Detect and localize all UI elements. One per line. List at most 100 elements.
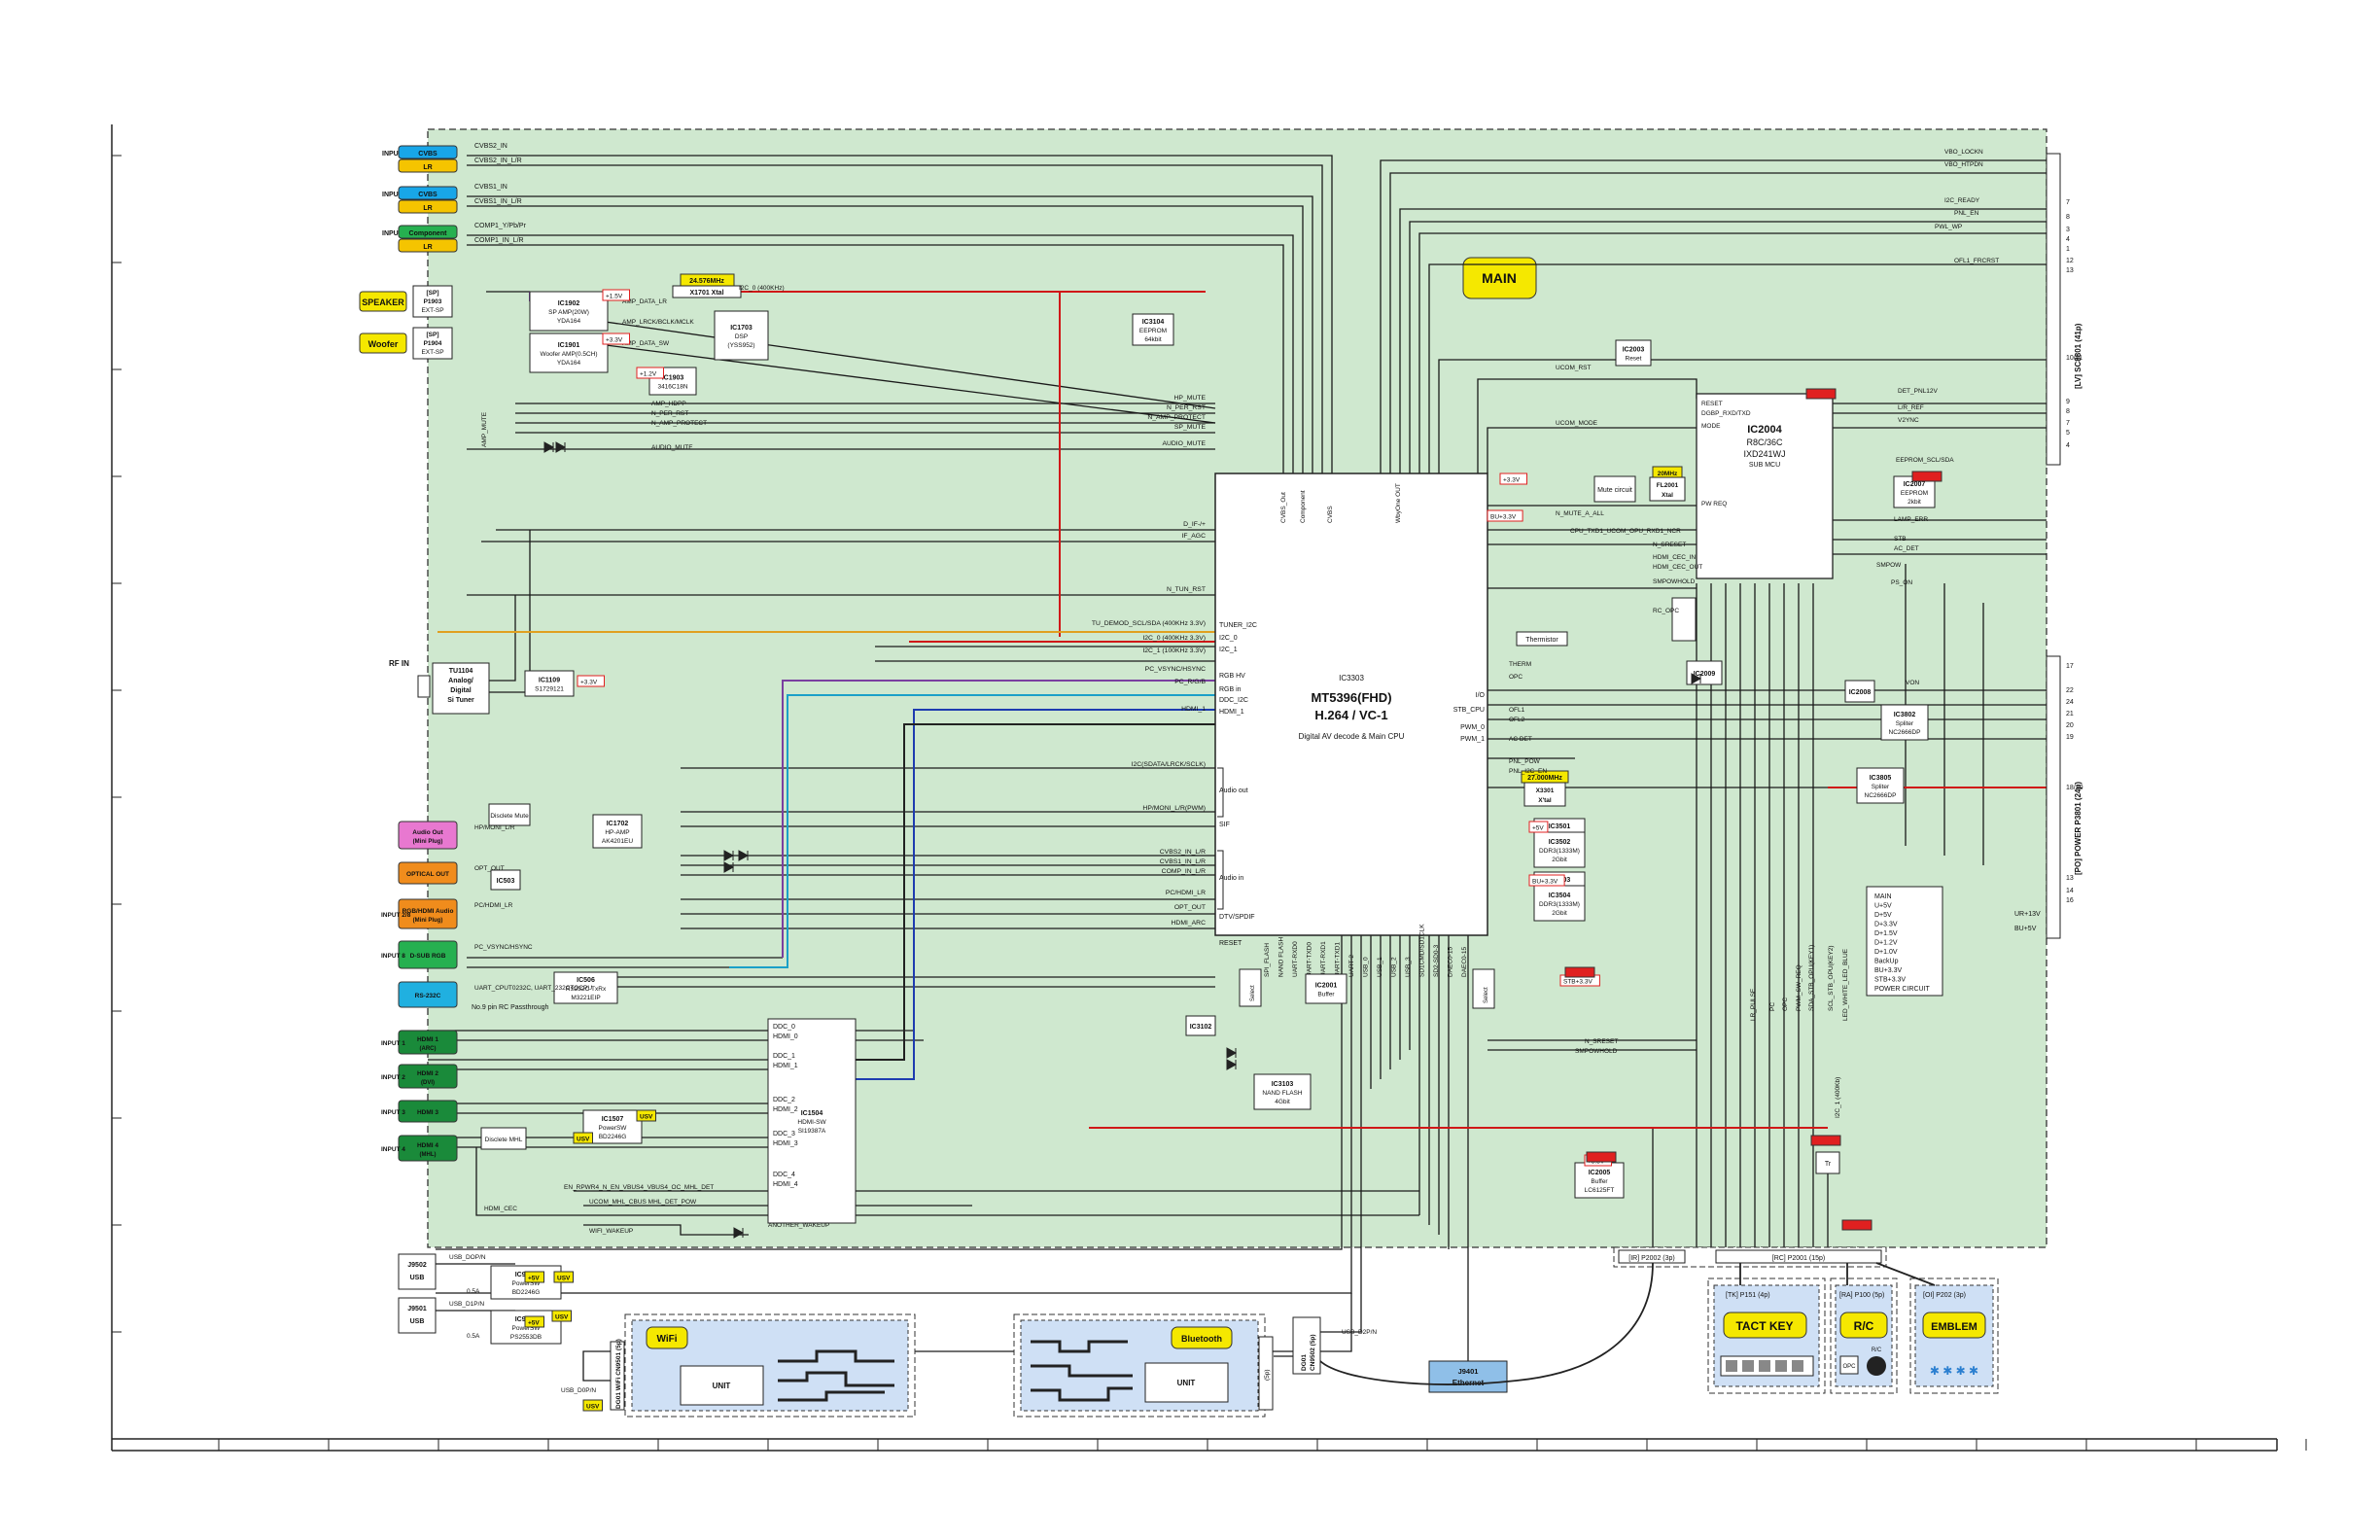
voltage-badge-text: USV — [555, 1314, 569, 1321]
amp-signal-label: N_PER_RST — [651, 410, 688, 417]
sub-mcu-block: IC2004 R8C/36C IXD241WJ SUB MCU RESET DG… — [1696, 393, 1834, 579]
speaker-tag: [SP] — [427, 290, 439, 297]
io-number: INPUT 3 — [381, 1109, 405, 1116]
mute-circuit-label: Mute circuit — [1597, 487, 1632, 494]
power-pin: 20 — [2066, 722, 2074, 729]
voltage-badge-filled — [1911, 471, 1942, 482]
frame-ticks — [112, 155, 2307, 1451]
cpu-signal-label: COMP_IN_L/R — [1162, 868, 1206, 875]
bottom-front-panels: [IR] P2002 (3p) [RC] P2001 (15p) [TK] P1… — [1613, 1246, 1999, 1394]
mcu-pin-mode: MODE — [1701, 423, 1721, 430]
usb-ports: J9502 USB J9501 USB — [398, 1253, 437, 1334]
xtal-freq: 24.576MHz — [689, 278, 724, 285]
lvds-pin: 12 — [2066, 258, 2074, 264]
voltage-badge-text: USV — [586, 1404, 600, 1411]
cpu-signal-label: IF_AGC — [1181, 533, 1206, 540]
amp-signal-label: AMP_HDPP — [651, 401, 686, 407]
right-signal-label: OFL1 — [1509, 707, 1525, 714]
cn9502-block: DG01 CN9502 (5p) — [1292, 1316, 1321, 1375]
thermistor-box — [1516, 631, 1568, 647]
ic-label: BD2246G — [512, 1289, 541, 1296]
ic-label: IC3102 — [1190, 1024, 1212, 1031]
cpu-pin-label: SPI_FLASH — [1264, 943, 1271, 977]
tuner-block: TU1104 Analog/ Digital Si Tuner RF IN — [389, 659, 490, 715]
cpu-pin-label: I2C_0 — [1219, 635, 1238, 642]
ic-label: IC1109 — [539, 678, 560, 684]
xtal-freq: 27.000MHz — [1527, 775, 1562, 782]
power-circuit-line: U+5V — [1874, 903, 1892, 910]
misc-label: USB_D2P/N — [1342, 1329, 1377, 1336]
misc-label: 0.5A — [467, 1288, 480, 1295]
right-signal-label: PNL_POW — [1509, 758, 1541, 765]
ic-body — [1253, 1073, 1312, 1110]
ic-label: PowerSW — [512, 1325, 542, 1332]
power-pin: 22 — [2066, 687, 2074, 694]
input-signal-label: CVBS2_IN_L/R — [474, 158, 522, 164]
io-signal: UART_CPUT0232C, UART_232CTOCPU — [474, 985, 592, 992]
right-signal-label: N_MUTE_A_ALL — [1556, 510, 1604, 517]
wire — [467, 234, 1294, 473]
cpu-pin-label: RESET — [1219, 940, 1242, 947]
speaker-sub: EXT-SP — [421, 307, 443, 314]
rf-in-label: RF IN — [389, 659, 409, 668]
input-jack-label: LR — [423, 164, 432, 171]
ic-label: Woofer AMP(0.5CH) — [540, 351, 597, 358]
mcu-desc: SUB MCU — [1749, 462, 1780, 469]
power-circuit-line: D+5V — [1874, 912, 1892, 919]
io-signal: PC_VSYNC/HSYNC — [474, 944, 533, 951]
cpu-pin-label: PWM_1 — [1460, 736, 1485, 743]
lvds-pin: 7 — [2066, 420, 2070, 427]
ic-label: PowerSW — [512, 1280, 542, 1287]
cpu-pin-label: PWM_0 — [1460, 724, 1485, 731]
voltage-badge — [582, 1399, 603, 1412]
io-jack — [398, 1030, 458, 1055]
mcu-name: R8C/36C — [1746, 438, 1783, 447]
voltage-badge-text: +3.3V — [1503, 477, 1521, 484]
cpu-pin-label: UART-2 — [1348, 955, 1355, 977]
ic-label: HP-AMP — [605, 829, 629, 836]
cpu-signal-label: CVBS2_IN_L/R — [1160, 849, 1206, 856]
pc-purple-bus — [782, 680, 1215, 958]
cpu-pin-label: CVBS_Out — [1280, 492, 1287, 523]
ic-label: 3416C18N — [657, 384, 687, 391]
woofer-label: Woofer — [368, 339, 399, 349]
wifi-unit: UNIT — [713, 1382, 731, 1390]
ic-body — [1856, 767, 1905, 804]
usb1-ref: J9502 — [407, 1262, 427, 1269]
ic-label: BD2246G — [599, 1134, 627, 1140]
ic-label: IC506 — [577, 977, 595, 984]
ic-ic3102: IC3102 — [1185, 1015, 1216, 1036]
input-number: INPUT 7 — [382, 151, 408, 158]
tuner-line-4: Si Tuner — [447, 697, 474, 704]
ic-label: Spliter — [1896, 720, 1914, 727]
lvds-pin: 4 — [2066, 236, 2070, 243]
cpu-signal-label: TU_DEMOD_SCL/SDA (400KHz 3.3V) — [1092, 620, 1206, 627]
main-cpu-block: IC3303 MT5396(FHD) H.264 / VC-1 Digital … — [1214, 472, 1488, 977]
wire — [489, 595, 516, 682]
ethernet-block: J9401 Ethernet — [1428, 1360, 1508, 1393]
hdmi-sw-pin: DDC_0 — [773, 1024, 795, 1031]
io-jack-label: RGB/HDMI Audio — [402, 908, 454, 915]
right-signal-label: PC — [1769, 1002, 1776, 1011]
xtal-body — [1649, 476, 1686, 502]
mcu-pin-pwreq: PW REQ — [1701, 501, 1727, 508]
voltage-badge-text: USV — [640, 1114, 653, 1121]
tr-label: Tr — [1825, 1161, 1832, 1168]
right-signal-label: SCL_STB_OPU(KEY2) — [1828, 945, 1835, 1011]
ic-label: IC2009 — [1694, 671, 1716, 678]
voltage-badge — [1528, 821, 1549, 833]
cpu-pin-label: UART-TXD1 — [1335, 942, 1342, 977]
ic-body — [524, 670, 575, 697]
voltage-badge-filled — [1564, 966, 1595, 978]
right-signal-label: THERM — [1509, 661, 1531, 668]
disclete-mute-label: Disclete Mute — [490, 813, 529, 820]
wifi-module: WiFi UNIT DG01 WiFi CN9501 (5p) — [610, 1313, 916, 1418]
woofer-sub: EXT-SP — [421, 349, 443, 356]
